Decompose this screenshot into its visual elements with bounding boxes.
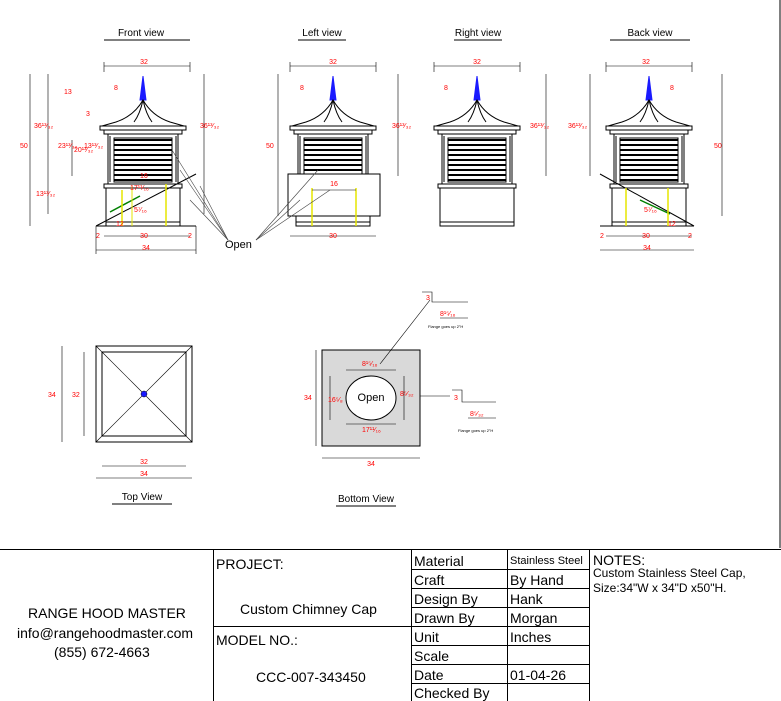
- model-label: MODEL NO.:: [216, 632, 298, 648]
- front-dim-width: 32: [140, 59, 148, 66]
- open-callout: [171, 149, 331, 241]
- row-value-date: 01-04-26: [510, 667, 567, 683]
- flange-side-dim-3: 3: [454, 395, 458, 402]
- flange-detail-top: [379, 291, 468, 365]
- back-dim-width: 32: [642, 59, 650, 66]
- back-dim-34: 34: [643, 245, 651, 252]
- row-value-drawn: Morgan: [510, 610, 558, 626]
- top-dim-34-side: 34: [48, 392, 56, 399]
- left-dim-height: 50: [266, 143, 274, 150]
- back-dim-2b: 2: [688, 233, 692, 240]
- flange-top-dim-3: 3: [426, 295, 430, 302]
- back-dim-height: 50: [714, 143, 722, 150]
- back-view: Back view 32 8 36¹³⁄₃₂ 50 5⁷⁄₁₆ 12 30 34…: [568, 28, 723, 252]
- row-value-craft: By Hand: [510, 572, 564, 588]
- row-value-unit: Inches: [510, 629, 552, 645]
- project-name: Custom Chimney Cap: [240, 601, 377, 617]
- front-dim-roof: 13: [64, 89, 72, 96]
- front-dim-16: 16: [140, 173, 148, 180]
- row-label-craft: Craft: [414, 572, 445, 588]
- left-dim-30: 30: [329, 233, 337, 240]
- left-dim-body: 36¹³⁄₃₂: [392, 123, 411, 130]
- left-dim-16: 16: [330, 181, 338, 188]
- front-dim-base: 13¹³⁄₃₂: [36, 191, 55, 198]
- bottom-opening: [345, 375, 397, 421]
- front-dim-2a: 2: [96, 233, 100, 240]
- front-dim-20: 20¹³⁄₃₂: [74, 147, 93, 154]
- front-view: Front view 32 8 13 3 50 36¹³⁄₃₂ 36¹³⁄₃₂ …: [20, 28, 219, 254]
- open-label: Open: [225, 239, 252, 251]
- right-dim-finial: 8: [444, 85, 448, 92]
- top-dim-34: 34: [140, 471, 148, 478]
- front-dim-5: 5⁷⁄₁₆: [134, 207, 147, 214]
- row-label-unit: Unit: [414, 629, 439, 645]
- top-view-title: Top View: [122, 492, 163, 503]
- right-dim-body: 36¹³⁄₃₂: [530, 123, 549, 130]
- back-dim-body: 36¹³⁄₃₂: [568, 123, 587, 130]
- bottom-dim-34-side: 34: [304, 395, 312, 402]
- front-dim-13: 13¹³⁄₃₂: [84, 143, 103, 150]
- bottom-view-title: Bottom View: [338, 494, 395, 505]
- left-view: Left view 32 8 50 36¹³⁄₃₂ 16 30: [266, 28, 411, 240]
- row-value-material: Stainless Steel: [510, 555, 583, 567]
- back-view-title: Back view: [627, 28, 673, 39]
- top-finial-dot: [140, 390, 148, 398]
- back-dim-30: 30: [642, 233, 650, 240]
- flange-side-dim: 8⁵⁄₃₂: [470, 411, 484, 418]
- row-label-material: Material: [414, 553, 464, 569]
- flange-detail-side: [452, 389, 496, 419]
- bottom-dim-right: 8⁵⁄₃₂: [400, 391, 414, 398]
- top-dim-32-side: 32: [72, 392, 80, 399]
- row-label-checked: Checked By: [414, 685, 490, 701]
- row-value-design: Hank: [510, 591, 543, 607]
- model-number: CCC-007-343450: [256, 669, 366, 685]
- front-dim-30: 30: [140, 233, 148, 240]
- notes-label: NOTES:: [593, 552, 646, 568]
- right-view-title: Right view: [455, 28, 502, 39]
- title-block: RANGE HOOD MASTER info@rangehoodmaster.c…: [0, 549, 781, 701]
- front-dim-height: 50: [20, 143, 28, 150]
- company-phone: (855) 672-4663: [54, 644, 150, 660]
- left-dim-width: 32: [329, 59, 337, 66]
- flange-top-note: Flange goes up 2"H: [428, 324, 463, 329]
- bottom-view: Open 8¹⁵⁄₁₆ 8⁵⁄₃₂ 16⁵⁄₈ 17¹¹⁄₁₆ 34 34 Bo…: [304, 349, 450, 507]
- company-name: RANGE HOOD MASTER: [28, 605, 186, 621]
- front-dim-body-left: 36¹³⁄₃₂: [34, 123, 53, 130]
- bottom-dim-left: 16⁵⁄₈: [328, 397, 343, 404]
- back-dim-2a: 2: [600, 233, 604, 240]
- front-dim-finial: 8: [114, 85, 118, 92]
- left-dim-finial: 8: [300, 85, 304, 92]
- bottom-open-label: Open: [358, 392, 385, 404]
- right-dim-width: 32: [473, 59, 481, 66]
- notes-line-2: Size:34"W x 34"D x50"H.: [593, 581, 727, 595]
- left-view-title: Left view: [302, 28, 342, 39]
- cupola-drawing: Front view 32 8 13 3 50 36¹³⁄₃₂ 36¹³⁄₃₂ …: [20, 0, 781, 548]
- flange-top-dim: 8¹⁵⁄₁₆: [440, 311, 456, 318]
- top-dim-32: 32: [140, 459, 148, 466]
- row-label-drawn: Drawn By: [414, 610, 475, 626]
- notes-line-1: Custom Stainless Steel Cap,: [593, 566, 746, 580]
- back-dim-5: 5⁷⁄₁₆: [644, 207, 657, 214]
- front-dim-34: 34: [142, 245, 150, 252]
- bottom-dim-top: 8¹⁵⁄₁₆: [362, 361, 378, 368]
- back-dim-12: 12: [668, 221, 676, 228]
- right-view: Right view 32 8 36¹³⁄₃₂: [434, 28, 549, 226]
- front-dim-eave: 3: [86, 111, 90, 118]
- front-dim-23: 23¹³⁄₃₂: [58, 143, 77, 150]
- front-dim-2b: 2: [188, 233, 192, 240]
- top-view: 34 32 32 34 Top View: [48, 345, 193, 505]
- bottom-dim-34: 34: [367, 461, 375, 468]
- project-label: PROJECT:: [216, 556, 284, 572]
- front-dim-12: 12: [116, 221, 124, 228]
- company-email[interactable]: info@rangehoodmaster.com: [17, 625, 194, 641]
- back-dim-finial: 8: [670, 85, 674, 92]
- row-label-design: Design By: [414, 591, 478, 607]
- front-view-title: Front view: [118, 28, 165, 39]
- row-label-date: Date: [414, 667, 444, 683]
- front-dim-body-right: 36¹³⁄₃₂: [200, 123, 219, 130]
- bottom-dim-bottom: 17¹¹⁄₁₆: [362, 427, 381, 434]
- front-dim-17: 17¹¹⁄₁₆: [130, 185, 149, 192]
- flange-side-note: Flange goes up 2"H: [458, 428, 493, 433]
- row-label-scale: Scale: [414, 648, 450, 664]
